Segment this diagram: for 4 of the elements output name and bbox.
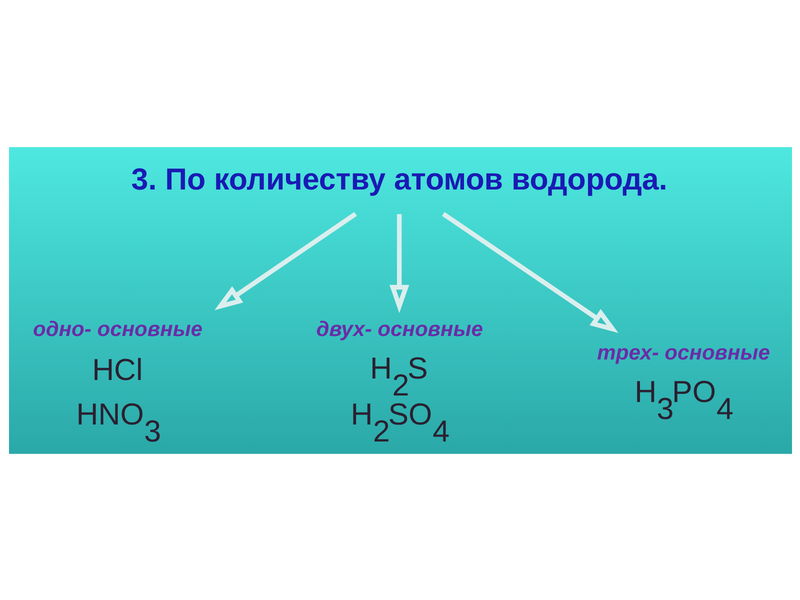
arrow xyxy=(388,214,409,313)
arrow xyxy=(214,211,356,310)
arrow xyxy=(441,211,618,332)
node-text: 3. По количеству атомов водорода. xyxy=(130,162,667,196)
